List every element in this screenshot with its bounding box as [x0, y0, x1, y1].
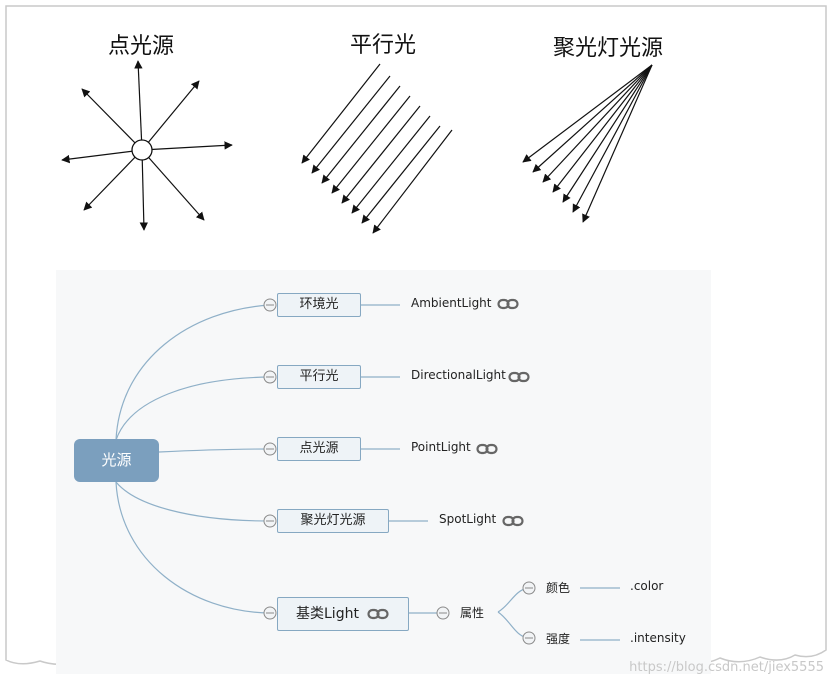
link-icon[interactable]	[502, 515, 524, 527]
branch-node-directional[interactable]: 平行光	[277, 365, 361, 389]
class-name-directional: DirectionalLight	[411, 368, 506, 382]
directional-light-title: 平行光	[350, 33, 416, 58]
property-intensity-label[interactable]: 强度	[546, 632, 571, 646]
link-icon[interactable]	[497, 298, 519, 310]
point-light-source	[131, 139, 153, 161]
base-light-node[interactable]: 基类Light	[277, 597, 409, 631]
property-group-label[interactable]: 属性	[460, 606, 485, 620]
link-icon[interactable]	[508, 371, 530, 383]
point-light-title: 点光源	[108, 34, 174, 59]
class-name-ambient: AmbientLight	[411, 296, 492, 310]
branch-node-spot[interactable]: 聚光灯光源	[277, 509, 389, 533]
link-icon[interactable]	[367, 608, 389, 620]
spot-light-rays	[522, 64, 653, 223]
branch-node-ambient[interactable]: 环境光	[277, 293, 361, 317]
link-icon[interactable]	[476, 443, 498, 455]
base-light-label: 基类Light	[296, 606, 359, 622]
branch-node-point[interactable]: 点光源	[277, 437, 361, 461]
property-color-label[interactable]: 颜色	[546, 581, 571, 595]
class-name-point: PointLight	[411, 440, 471, 454]
point-light-rays	[61, 60, 233, 231]
watermark-text: https://blog.csdn.net/jiex5555	[629, 660, 824, 675]
property-intensity-value: .intensity	[630, 631, 686, 645]
class-name-spot: SpotLight	[439, 512, 497, 526]
spot-light-title: 聚光灯光源	[553, 36, 663, 61]
property-color-value: .color	[630, 579, 664, 593]
mindmap-root-node[interactable]: 光源	[74, 439, 159, 482]
directional-light-rays	[301, 63, 453, 234]
